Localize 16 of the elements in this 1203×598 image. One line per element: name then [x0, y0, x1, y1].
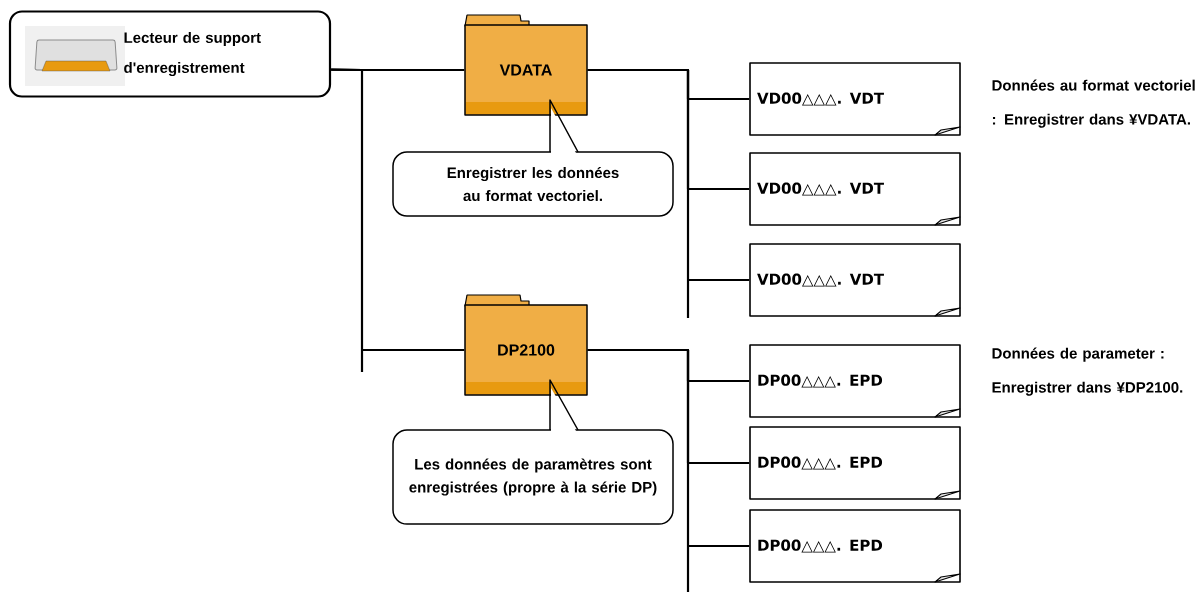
callout-bubble: Enregistrer les données au format vectoriel.	[392, 99, 674, 217]
connector-line	[587, 68, 750, 282]
reader-box: Lecteur de support d'enregistrement	[8, 10, 332, 98]
folder: VDATA	[464, 14, 588, 116]
file-box: DP00△△△. EPD	[749, 426, 961, 500]
file-box: DP00△△△. EPD	[749, 509, 961, 583]
note-text: Données au format vectoriel : Enregistrer dans ¥VDATA.	[992, 79, 1195, 128]
folder: DP2100	[464, 294, 588, 396]
file-box: DP00△△△. EPD	[749, 344, 961, 418]
connector-line	[587, 348, 750, 548]
file-box: VD00△△△. VDT	[749, 243, 961, 317]
file-box: VD00△△△. VDT	[749, 62, 961, 136]
note-text: Données de parameter : Enregistrer dans ¥DP2100.	[992, 347, 1183, 396]
file-box: VD00△△△. VDT	[749, 152, 961, 226]
callout-bubble: Les données de paramètres sont enregistrées (propre à la série DP)	[392, 379, 674, 525]
connector-line	[331, 68, 465, 352]
